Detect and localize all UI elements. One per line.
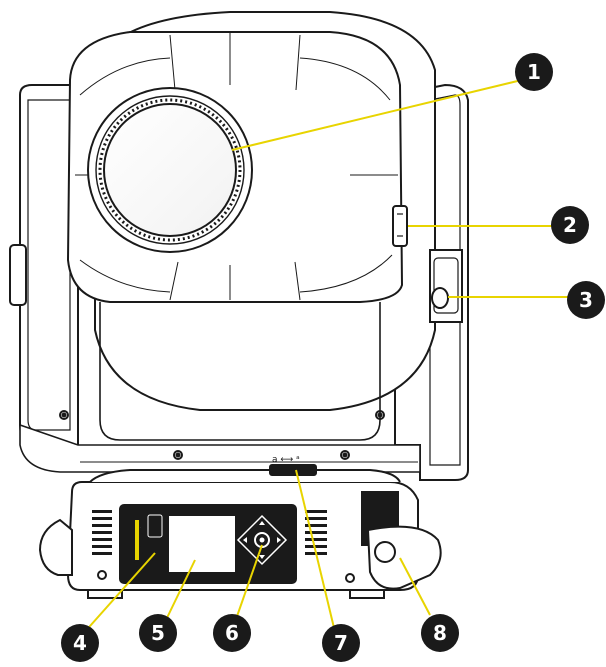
callout-3: 3 [567, 281, 605, 319]
svg-text:a ⟷ ᵃ: a ⟷ ᵃ [272, 455, 300, 465]
maker-logo: ETC [289, 539, 298, 555]
control-buttons[interactable] [236, 514, 288, 566]
leader-line-8 [399, 557, 431, 616]
callout-2: 2 [551, 206, 589, 244]
leader-line-5 [164, 559, 196, 623]
callout-3-label: 3 [579, 288, 593, 312]
callout-1-label: 1 [527, 60, 541, 84]
callout-5: 5 [139, 614, 177, 652]
callout-7-label: 7 [334, 631, 348, 655]
leader-line-7 [295, 469, 336, 633]
moving-head [66, 11, 463, 441]
callout-2-label: 2 [563, 213, 577, 237]
callout-4: 4 [61, 624, 99, 662]
brand-subname: SILENT [149, 538, 155, 560]
callout-5-label: 5 [151, 621, 165, 645]
base: HALCYON SILENT ETC [38, 455, 442, 599]
callout-4-label: 4 [73, 631, 87, 655]
leader-lines [81, 77, 588, 636]
callout-6-label: 6 [225, 621, 239, 645]
callout-1: 1 [515, 53, 553, 91]
display-screen [167, 514, 237, 574]
callout-badges: 1 2 3 4 5 6 7 8 [61, 53, 605, 662]
leader-line-6 [234, 544, 263, 623]
leader-line-1 [231, 77, 531, 151]
callout-6: 6 [213, 614, 251, 652]
callout-7: 7 [322, 624, 360, 662]
leader-line-4 [81, 552, 156, 636]
callout-8: 8 [421, 614, 459, 652]
callout-8-label: 8 [433, 621, 447, 645]
